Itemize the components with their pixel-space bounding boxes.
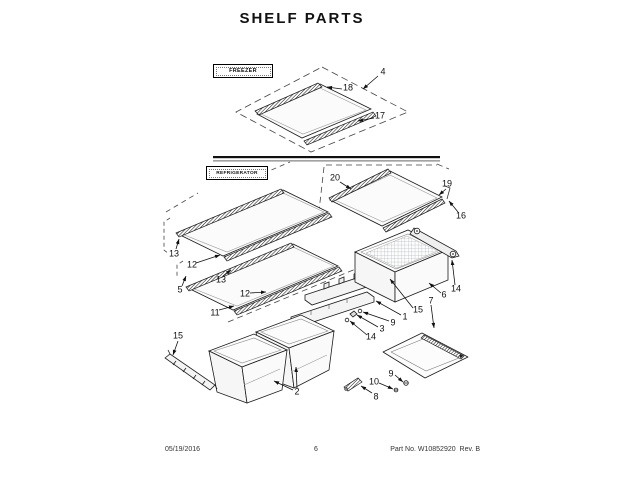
footer-part-number: Part No. W10852920 Rev. B xyxy=(390,446,480,453)
callout-9-cover: 9 xyxy=(388,368,394,379)
hardware-screws xyxy=(343,377,409,393)
callout-20: 20 xyxy=(329,172,341,183)
footer-date: 05/19/2016 xyxy=(165,446,201,453)
callout-2: 2 xyxy=(294,386,300,397)
callout-16: 16 xyxy=(455,210,467,221)
callout-arrows xyxy=(172,75,459,394)
callout-18: 18 xyxy=(342,82,354,93)
refrigerator-section-label-text: REFRIGERATOR xyxy=(208,168,266,178)
freezer-section-label-text: FREEZER xyxy=(215,66,271,76)
callout-3: 3 xyxy=(379,323,385,334)
callout-15-slide: 15 xyxy=(412,304,424,315)
callout-13-upper: 13 xyxy=(168,248,180,259)
callout-12-lower: 12 xyxy=(239,288,251,299)
callout-9-slide: 9 xyxy=(390,317,396,328)
drawer-roller-rail xyxy=(409,227,460,259)
callout-11: 11 xyxy=(210,307,220,318)
section-divider xyxy=(213,156,440,162)
fridge-left-shelves xyxy=(163,161,359,323)
callout-14-roller: 14 xyxy=(450,283,462,294)
callout-10: 10 xyxy=(368,376,380,387)
callout-14-screw: 14 xyxy=(365,331,377,342)
callout-17: 17 xyxy=(374,110,386,121)
deli-drawer xyxy=(354,229,449,303)
page-title: SHELF PARTS xyxy=(239,10,365,27)
freezer-shelf xyxy=(235,66,409,153)
callout-1: 1 xyxy=(402,311,408,322)
callout-19: 19 xyxy=(441,178,453,189)
freezer-section-label: FREEZER xyxy=(213,64,273,78)
pan-cover-frame xyxy=(382,332,469,379)
refrigerator-section-label: REFRIGERATOR xyxy=(206,166,268,180)
callout-8: 8 xyxy=(373,391,379,402)
callout-13-lower: 13 xyxy=(215,274,227,285)
fridge-right-shelf xyxy=(318,163,451,233)
callout-5: 5 xyxy=(177,284,183,295)
bin-rail xyxy=(164,349,218,391)
callout-6: 6 xyxy=(441,289,447,300)
callout-12-upper: 12 xyxy=(186,259,198,270)
crisper-bins xyxy=(207,314,336,404)
callout-7: 7 xyxy=(428,295,434,306)
callout-15-left: 15 xyxy=(172,330,184,341)
footer-page-number: 6 xyxy=(314,446,318,453)
callout-4: 4 xyxy=(380,66,386,77)
